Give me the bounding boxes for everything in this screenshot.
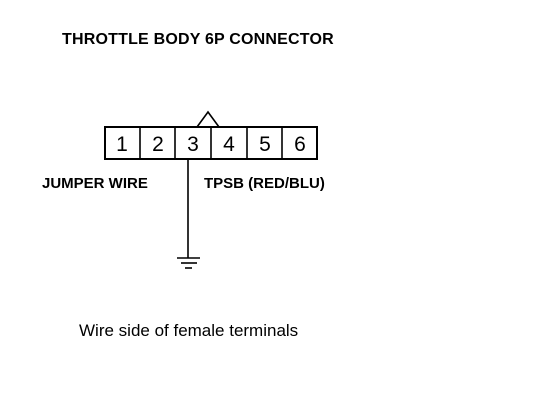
- pin-numbers: 1 2 3 4 5 6: [116, 133, 306, 156]
- connector-lock-tab-icon: [196, 110, 220, 128]
- pin-6: 6: [294, 133, 306, 156]
- pin-5: 5: [259, 133, 271, 156]
- jumper-wire-label: JUMPER WIRE: [42, 175, 148, 192]
- diagram-caption: Wire side of female terminals: [79, 321, 299, 340]
- pin-3: 3: [187, 133, 199, 156]
- ground-symbol-icon: [177, 257, 200, 269]
- pin-1: 1: [116, 133, 128, 156]
- diagram-title: THROTTLE BODY 6P CONNECTOR: [62, 31, 334, 48]
- pin-2: 2: [152, 133, 164, 156]
- pin-dividers: [139, 127, 283, 159]
- tpsb-wire-label: TPSB (RED/BLU): [204, 175, 325, 192]
- pin-4: 4: [223, 133, 235, 156]
